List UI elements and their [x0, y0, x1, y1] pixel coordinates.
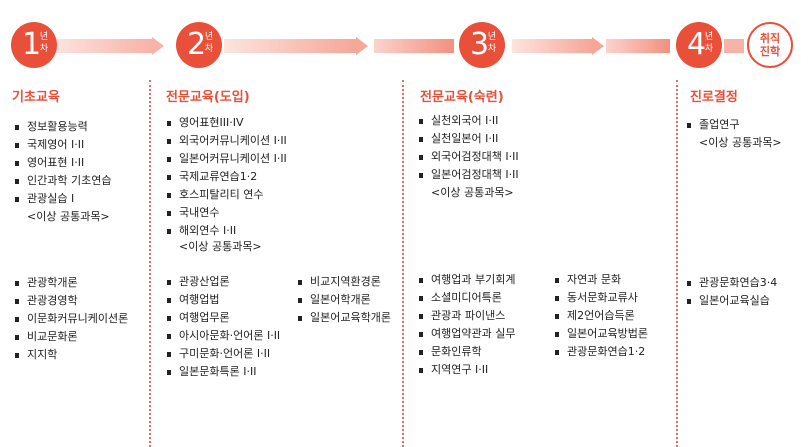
column-heading-basic: 기초교육	[12, 90, 60, 105]
course-item: 국제교류연습1·2	[166, 168, 287, 186]
course-item: 정보활용능력	[14, 118, 111, 136]
course-item: 일본어검정대책 I·II	[418, 166, 519, 184]
course-item: 일본어커뮤니케이션 I·II	[166, 150, 287, 168]
common-courses-note: <이상 공통과목>	[431, 186, 514, 199]
course-item: 여행업무론	[166, 309, 280, 327]
course-item: 일본어교육방법론	[554, 325, 648, 343]
course-item: 국제영어 I·II	[14, 136, 111, 154]
progress-track-2b	[374, 39, 454, 53]
year-suffix: 차	[39, 44, 49, 54]
year-suffix: 년	[204, 32, 214, 42]
column-divider	[402, 80, 404, 447]
year-suffix: 년	[704, 32, 714, 42]
course-item: 여행업약관과 실무	[418, 325, 515, 343]
course-list-major-left: 여행업과 부기회계 소셜미디어특론 관광과 파이낸스 여행업약관과 실무 문화인…	[418, 271, 515, 379]
course-item: 영어표현III·IV	[166, 114, 287, 132]
column-heading-advanced: 전문교육(숙련)	[420, 90, 504, 105]
year-suffix: 년	[39, 32, 49, 42]
course-list-major-right: 비교지역환경론 일본어학개론 일본어교육학개론	[297, 273, 391, 327]
course-item: 영어표현 I·II	[14, 154, 111, 172]
course-item: 아시아문화·언어론 I·II	[166, 327, 280, 345]
course-item: 관광산업론	[166, 273, 280, 291]
column-divider	[149, 80, 151, 447]
course-item: 일본문화특론 I·II	[166, 363, 280, 381]
year-3-badge: 3 년 차	[459, 22, 505, 68]
course-item: 구미문화·언어론 I·II	[166, 345, 280, 363]
progress-track-4	[724, 39, 744, 53]
year-suffix: 차	[204, 44, 214, 54]
progress-track-2	[224, 39, 356, 53]
course-list-common: 졸업연구	[686, 116, 739, 134]
column-heading-career: 진로결정	[690, 90, 738, 105]
course-item: 관광과 파이낸스	[418, 307, 515, 325]
outcome-line-1: 취직	[759, 32, 781, 45]
course-item: 지역연구 I·II	[418, 361, 515, 379]
course-item: 실천외국어 I·II	[418, 112, 519, 130]
column-heading-intro: 전문교육(도입)	[166, 90, 250, 105]
course-list-major: 관광문화연습3·4 일본어교육실습	[686, 274, 777, 310]
common-courses-note: <이상 공통과목>	[699, 136, 782, 149]
course-item: 국내연수	[166, 204, 287, 222]
course-item: 외국어검정대책 I·II	[418, 148, 519, 166]
course-list-major-right: 자연과 문화 동서문화교류사 제2언어습득론 일본어교육방법론 관광문화연습1·…	[554, 271, 648, 361]
outcome-line-2: 진학	[759, 45, 781, 58]
course-item: 일본어학개론	[297, 291, 391, 309]
year-suffix: 년	[487, 32, 497, 42]
course-item: 외국어커뮤니케이션 I·II	[166, 132, 287, 150]
year-number: 1	[22, 27, 42, 62]
year-2-badge: 2 년 차	[176, 22, 222, 68]
course-item: 소셜미디어특론	[418, 289, 515, 307]
course-list-common: 실천외국어 I·II 실천일본어 I·II 외국어검정대책 I·II 일본어검정…	[418, 112, 519, 184]
course-item: 여행업과 부기회계	[418, 271, 515, 289]
course-item: 여행업법	[166, 291, 280, 309]
year-number: 4	[687, 27, 707, 62]
common-courses-note: <이상 공통과목>	[27, 210, 110, 223]
arrow-chevron-icon	[592, 37, 604, 55]
arrow-chevron-icon	[152, 37, 164, 55]
course-item: 졸업연구	[686, 116, 739, 134]
course-list-major: 관광학개론 관광경영학 이문화커뮤니케이션론 비교문화론 지지학	[14, 274, 128, 364]
course-list-common: 정보활용능력 국제영어 I·II 영어표현 I·II 인간과학 기초연습 관광실…	[14, 118, 111, 208]
course-item: 지지학	[14, 346, 128, 364]
year-1-badge: 1 년 차	[11, 22, 57, 68]
course-item: 비교지역환경론	[297, 273, 391, 291]
course-item: 이문화커뮤니케이션론	[14, 310, 128, 328]
course-item: 관광문화연습1·2	[554, 343, 648, 361]
year-suffix: 차	[704, 44, 714, 54]
course-list-major-left: 관광산업론 여행업법 여행업무론 아시아문화·언어론 I·II 구미문화·언어론…	[166, 273, 280, 381]
course-item: 관광경영학	[14, 292, 128, 310]
course-item: 비교문화론	[14, 328, 128, 346]
common-courses-note: <이상 공통과목>	[179, 240, 262, 253]
arrow-chevron-icon	[356, 37, 368, 55]
year-number: 3	[470, 27, 490, 62]
outcome-badge: 취직 진학	[747, 22, 793, 68]
course-item: 동서문화교류사	[554, 289, 648, 307]
year-4-badge: 4 년 차	[676, 22, 722, 68]
course-item: 일본어교육실습	[686, 292, 777, 310]
progress-track-1	[52, 39, 152, 53]
course-item: 자연과 문화	[554, 271, 648, 289]
progress-track-3b	[606, 39, 670, 53]
course-item: 일본어교육학개론	[297, 309, 391, 327]
course-item: 호스피탈리티 연수	[166, 186, 287, 204]
progress-track-3	[512, 39, 592, 53]
course-item: 관광학개론	[14, 274, 128, 292]
course-item: 인간과학 기초연습	[14, 172, 111, 190]
course-item: 관광실습 I	[14, 190, 111, 208]
course-item: 제2언어습득론	[554, 307, 648, 325]
course-item: 관광문화연습3·4	[686, 274, 777, 292]
year-number: 2	[187, 27, 207, 62]
year-suffix: 차	[487, 44, 497, 54]
course-list-common: 영어표현III·IV 외국어커뮤니케이션 I·II 일본어커뮤니케이션 I·II…	[166, 114, 287, 240]
course-item: 해외연수 I·II	[166, 222, 287, 240]
course-item: 문화인류학	[418, 343, 515, 361]
column-divider	[676, 80, 678, 447]
course-item: 실천일본어 I·II	[418, 130, 519, 148]
